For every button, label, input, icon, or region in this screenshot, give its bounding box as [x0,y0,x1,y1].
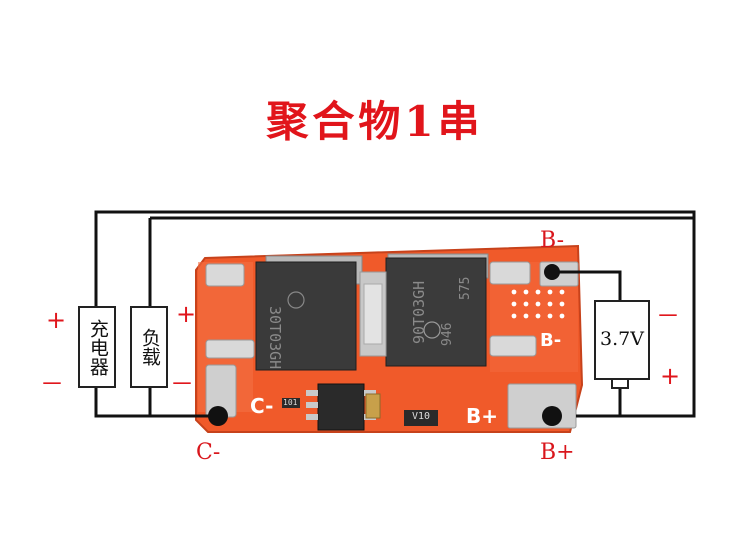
mosfet-right-code-2: 946 [440,322,455,346]
mosfet-left-code: 30T03GH [266,306,284,370]
wire-top-loop [94,210,696,418]
resistor-right-code: V10 [412,411,431,422]
wires [94,210,696,418]
battery-plus-sign: + [660,362,681,390]
c-minus-label: C- [196,440,221,465]
left-pads [205,263,255,418]
resistor-right [404,410,438,426]
b-plus-label: B+ [540,440,575,465]
battery-box: 3.7V [594,300,650,380]
diagram-title: 聚合物1串 [266,97,484,146]
solder-b-plus [542,406,562,426]
silk-b-plus: B+ [466,404,499,428]
load-label: 负载 [138,328,161,366]
mosfet-left [255,255,363,371]
charger-minus-sign: － [40,370,64,398]
silk-c-minus: C- [250,394,274,418]
charger-box: 充电器 [78,306,116,388]
wire-charger-bottom [94,384,218,418]
silk-b-minus: B- [540,330,562,351]
charger-label: 充电器 [86,318,109,376]
load-minus-sign: － [170,370,194,398]
mosfet-right-code-1: 90T03GH [410,280,428,344]
mosfet-right [385,253,489,367]
load-box: 负载 [130,306,168,388]
battery-label: 3.7V [600,328,644,351]
solder-c-minus [208,406,228,426]
load-plus-sign: + [176,300,197,328]
resistor-left-code: 101 [283,398,298,407]
b-minus-label: B- [540,228,565,253]
battery-minus-sign: － [656,302,680,330]
resistor-left [282,398,300,408]
capacitor [365,393,381,419]
wire-battery-top [552,270,622,300]
center-tab-inner [363,283,383,345]
solder-b-minus [544,264,560,280]
charger-plus-sign: + [46,306,67,334]
mosfet-right-code-3: 575 [458,276,473,300]
